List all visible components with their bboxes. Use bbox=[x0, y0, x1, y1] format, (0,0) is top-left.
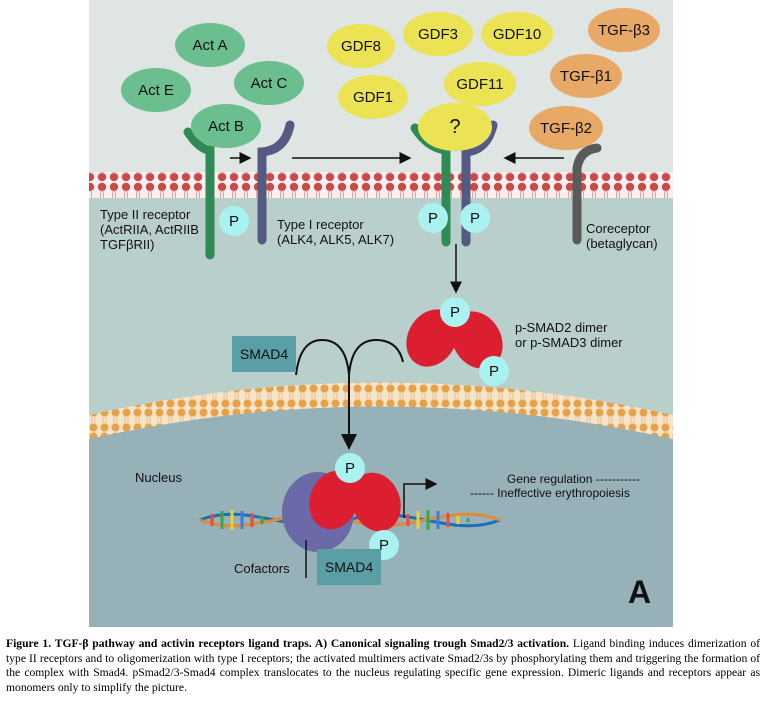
psmad-monomer-2 bbox=[451, 311, 503, 369]
coreceptor bbox=[572, 143, 602, 245]
ligand-act-b: Act B bbox=[191, 104, 261, 148]
gene-regulation-arrow bbox=[403, 478, 438, 518]
smad4-join-line bbox=[295, 338, 350, 376]
ligand-tgf-beta3: TGF-β3 bbox=[588, 8, 660, 52]
phospho-complex-1: P bbox=[418, 203, 448, 233]
ligand-gdf3: GDF3 bbox=[403, 12, 473, 56]
figure-caption: Figure 1. TGF-β pathway and activin rece… bbox=[6, 637, 760, 695]
caption-body: Ligand binding induces dimerization of t… bbox=[6, 637, 760, 694]
type1-receptor-label-line1: Type I receptor bbox=[277, 217, 364, 232]
ligand-gdf8: GDF8 bbox=[327, 24, 395, 68]
panel-letter: A bbox=[628, 574, 652, 610]
nuclear-psmad-monomer-1 bbox=[309, 470, 359, 530]
psmad-join-line bbox=[348, 338, 404, 376]
ligand-gdf1: GDF1 bbox=[338, 75, 408, 119]
type2-receptor-label-line2: (ActRIIA, ActRIIB bbox=[100, 222, 199, 237]
caption-title: Figure 1. TGF-β pathway and activin rece… bbox=[6, 637, 570, 650]
gene-regulation-label: Gene regulation ----------- bbox=[507, 472, 640, 486]
phospho-complex-2: P bbox=[460, 203, 490, 233]
ligand-act-e: Act E bbox=[121, 68, 191, 112]
phospho-nuclear-top: P bbox=[335, 453, 365, 483]
phospho-type1: P bbox=[219, 206, 249, 236]
nuclear-smad4-box: SMAD4 bbox=[317, 549, 381, 585]
phospho-psmad-bottom: P bbox=[479, 356, 509, 386]
psmad-label-line2: or p-SMAD3 dimer bbox=[515, 335, 623, 350]
type2-receptor bbox=[183, 127, 215, 260]
phospho-psmad-top: P bbox=[440, 297, 470, 327]
coreceptor-label-line2: (betaglycan) bbox=[586, 236, 658, 251]
ligand-tgf-beta1: TGF-β1 bbox=[550, 54, 622, 98]
type2-receptor-label-line3: TGFβRII) bbox=[100, 237, 155, 252]
nuclear-psmad-monomer-2 bbox=[351, 472, 401, 532]
smad4-box: SMAD4 bbox=[232, 336, 296, 372]
type2-receptor-label-line1: Type II receptor bbox=[100, 207, 191, 222]
cofactors-label: Cofactors bbox=[234, 561, 290, 576]
psmad-label-line1: p-SMAD2 dimer bbox=[515, 320, 608, 335]
ligand-gdf11: GDF11 bbox=[444, 62, 516, 106]
ligand-tgf-beta2: TGF-β2 bbox=[529, 106, 603, 150]
ligand-unknown: ? bbox=[418, 103, 492, 151]
nuclear-envelope bbox=[89, 382, 673, 439]
type1-receptor bbox=[257, 120, 295, 245]
ligand-act-a: Act A bbox=[175, 23, 245, 67]
coreceptor-label-line1: Coreceptor bbox=[586, 221, 651, 236]
ligand-act-c: Act C bbox=[234, 61, 304, 105]
nucleus-label: Nucleus bbox=[135, 470, 182, 485]
plasma-membrane bbox=[89, 172, 673, 198]
type1-receptor-label-line2: (ALK4, ALK5, ALK7) bbox=[277, 232, 395, 247]
ligand-gdf10: GDF10 bbox=[481, 12, 553, 56]
ineffective-erythropoiesis-label: ------ Ineffective erythropoiesis bbox=[470, 486, 630, 500]
